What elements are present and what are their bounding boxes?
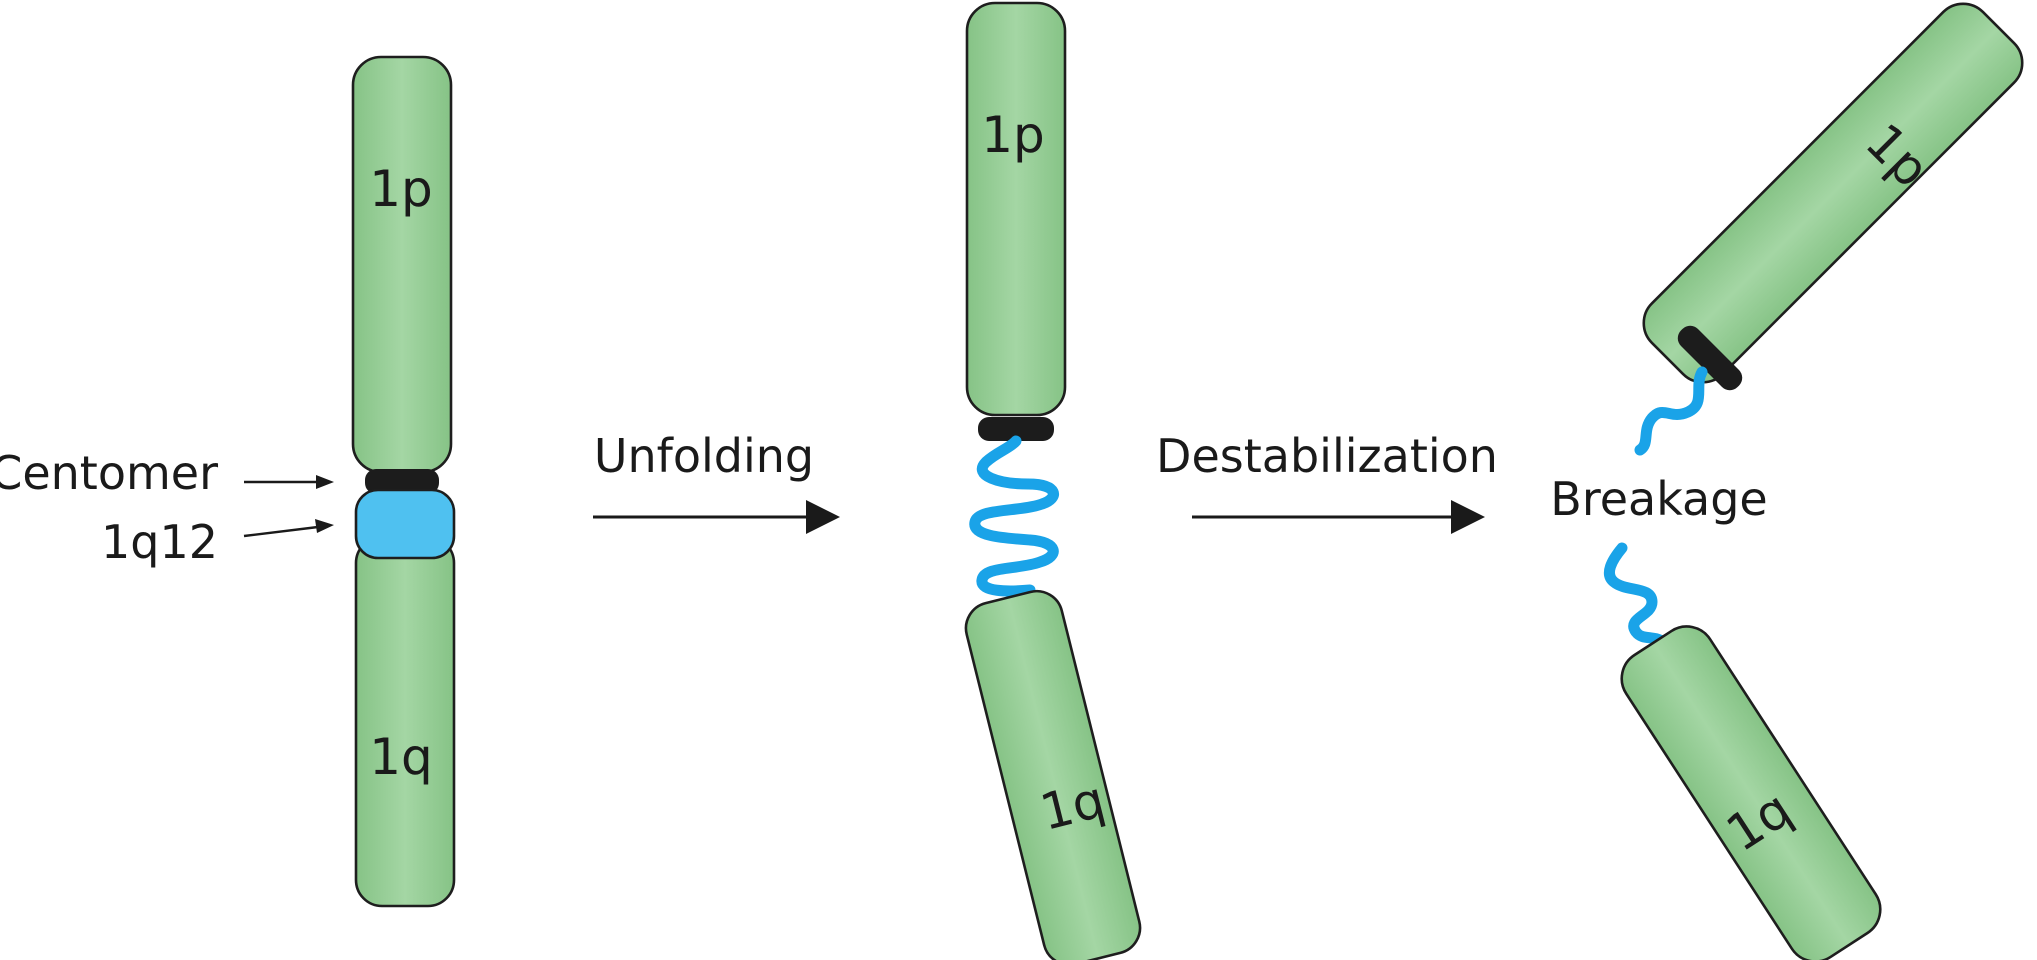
flow-arrow-destabilization: Destabilization xyxy=(1156,429,1498,534)
breakage-label: Breakage xyxy=(1550,472,1767,526)
broken-upper-thread xyxy=(1634,366,1708,456)
region-pointer-arrow xyxy=(243,525,319,538)
stage-intact: 1p 1q Centomer 1q12 xyxy=(0,55,456,908)
broken-centromere xyxy=(1677,325,1743,391)
broken-q-arm xyxy=(1620,625,1882,960)
stage-broken: 1p 1q Breakage xyxy=(1550,2,2024,960)
flow-arrow-unfolding: Unfolding xyxy=(593,429,840,534)
region-pointer-head xyxy=(315,519,334,533)
broken-p-arm xyxy=(1642,2,2024,384)
stage-unfolded: 1p 1q xyxy=(964,1,1142,960)
centromere-label: Centomer xyxy=(0,446,218,500)
intact-q-label: 1q xyxy=(369,728,433,786)
unfolding-label: Unfolding xyxy=(594,429,814,483)
destabilization-label: Destabilization xyxy=(1156,429,1498,483)
region-label: 1q12 xyxy=(101,515,218,569)
intact-p-arm xyxy=(351,55,453,474)
broken-lower-thread xyxy=(1604,542,1666,646)
intact-q-arm xyxy=(354,535,456,908)
unfolded-1q12-thread xyxy=(969,435,1059,597)
centromere-pointer-head xyxy=(316,475,334,489)
intact-p-label: 1p xyxy=(369,160,433,218)
intact-centromere xyxy=(365,469,439,494)
unfolded-centromere xyxy=(978,417,1054,441)
unfolded-q-arm xyxy=(964,589,1142,960)
intact-1q12-region xyxy=(354,488,456,560)
unfolded-p-label: 1p xyxy=(981,106,1045,164)
unfolded-p-arm xyxy=(965,1,1067,417)
